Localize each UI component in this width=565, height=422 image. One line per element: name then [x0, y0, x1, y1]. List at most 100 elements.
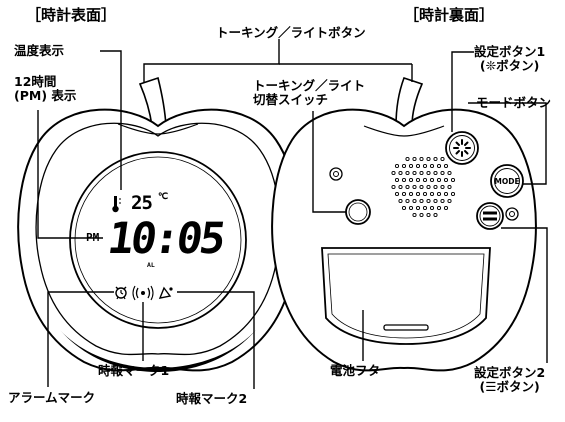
speaker-hole: [426, 212, 431, 218]
screw-right: [505, 207, 519, 221]
speaker-hole: [398, 198, 403, 204]
speaker-hole: [433, 184, 438, 190]
speaker-hole: [422, 177, 428, 183]
time-signal-mark-1-label: 時報マーク1: [98, 363, 170, 378]
front-clock-highlight: [117, 123, 199, 135]
speaker-hole: [401, 205, 407, 211]
back-clock-stem: [395, 76, 424, 127]
speaker-hole: [443, 191, 449, 197]
callout-time-signal-2: [177, 291, 255, 389]
setting-button-1-label: 設定ボタン1 (❊ボタン): [474, 44, 546, 74]
lcd-pm-indicator: PM: [86, 231, 100, 244]
speaker-hole: [429, 205, 435, 211]
speaker-hole: [433, 212, 438, 218]
setting-button-1-label-line1: 設定ボタン1: [474, 44, 546, 59]
callout-temperature: [100, 50, 122, 190]
speaker-hole: [443, 205, 449, 211]
mode-button-text: MODE: [494, 177, 519, 186]
callout-talking-light-switch: [312, 111, 346, 213]
speaker-hole: [398, 170, 403, 176]
speaker-hole: [412, 212, 417, 218]
lcd-temperature: 25: [131, 192, 153, 214]
speaker-hole: [394, 177, 400, 183]
setting-button-1-label-line2: (❊ボタン): [479, 58, 540, 74]
lcd-temperature-unit: ℃: [158, 192, 169, 202]
talking-light-switch[interactable]: [345, 199, 371, 225]
battery-cover-label: 電池フタ: [330, 363, 381, 378]
front-clock: [17, 76, 299, 372]
speaker-hole: [405, 184, 410, 190]
battery-cover-slot: [383, 324, 429, 331]
speaker-hole: [440, 184, 445, 190]
speaker-hole: [422, 163, 428, 169]
pm-display-label: 12時間 (PM) 表示: [14, 74, 77, 104]
alarm-clock-icon: [115, 286, 127, 300]
talking-light-switch-label: トーキング／ライト 切替スイッチ: [253, 78, 366, 108]
time-signal-icon-1: [132, 285, 154, 301]
speaker-hole: [419, 198, 424, 204]
temperature-display-label: 温度表示: [14, 43, 65, 58]
speaker-hole: [401, 177, 407, 183]
front-clock-inner-rim: [35, 122, 281, 356]
back-heading: ［時計裏面］: [404, 6, 495, 24]
speaker-hole: [394, 163, 400, 169]
setting-button-2-label-line1: 設定ボタン2: [474, 365, 546, 380]
mode-button[interactable]: [490, 164, 524, 198]
speaker-hole: [433, 198, 438, 204]
speaker-hole: [422, 191, 428, 197]
speaker-hole: [436, 163, 442, 169]
back-clock: MODE: [271, 76, 537, 372]
pm-display-label-line1: 12時間: [14, 74, 57, 89]
talking-light-switch-inner: [348, 202, 368, 222]
thermometer-icon: [112, 196, 121, 213]
speaker-hole: [429, 163, 435, 169]
setting-button-2-inner: [479, 205, 501, 227]
lcd-inner-ring: [74, 156, 242, 324]
speaker-hole: [405, 170, 410, 176]
speaker-hole: [419, 156, 424, 162]
speaker-hole: [391, 184, 396, 190]
setting-button-1-inner: [449, 135, 475, 161]
speaker-hole: [415, 205, 421, 211]
pm-display-label-line2: (PM) 表示: [14, 88, 77, 104]
speaker-hole: [405, 198, 410, 204]
speaker-hole: [433, 156, 438, 162]
setting-button-1[interactable]: [445, 131, 479, 165]
speaker-hole: [426, 170, 431, 176]
callout-setting-button-2: [501, 227, 548, 363]
front-clock-stem: [138, 76, 167, 127]
screw-left: [329, 167, 343, 181]
speaker-hole: [440, 170, 445, 176]
speaker-hole: [398, 184, 403, 190]
speaker-hole: [412, 184, 417, 190]
callout-alarm: [47, 291, 114, 387]
talking-light-switch-label-line2: 切替スイッチ: [253, 92, 329, 108]
speaker-hole: [408, 205, 414, 211]
battery-cover[interactable]: [321, 247, 491, 345]
time-signal-icon-2: [158, 286, 173, 299]
speaker-hole: [433, 170, 438, 176]
speaker-hole: [429, 191, 435, 197]
front-clock-base-shadow: [60, 330, 256, 372]
speaker-hole: [405, 156, 410, 162]
equals-icon: [483, 211, 497, 221]
speaker-hole: [408, 191, 414, 197]
speaker-hole: [391, 170, 396, 176]
mode-button-inner: [494, 168, 520, 194]
speaker-hole: [394, 191, 400, 197]
speaker-hole: [429, 177, 435, 183]
callout-lines: [37, 39, 548, 389]
time-signal-mark-2-label: 時報マーク2: [176, 391, 248, 406]
setting-button-2[interactable]: [476, 202, 504, 230]
talking-light-switch-label-line1: トーキング／ライト: [253, 78, 366, 93]
speaker-hole: [443, 163, 449, 169]
callout-talking-light-button: [143, 39, 280, 82]
speaker-hole: [440, 198, 445, 204]
speaker-hole: [436, 177, 442, 183]
speaker-hole: [415, 163, 421, 169]
lcd-time: 10:05: [104, 214, 227, 264]
sparkle-icon: [453, 139, 471, 157]
speaker-hole: [412, 198, 417, 204]
speaker-hole: [415, 177, 421, 183]
